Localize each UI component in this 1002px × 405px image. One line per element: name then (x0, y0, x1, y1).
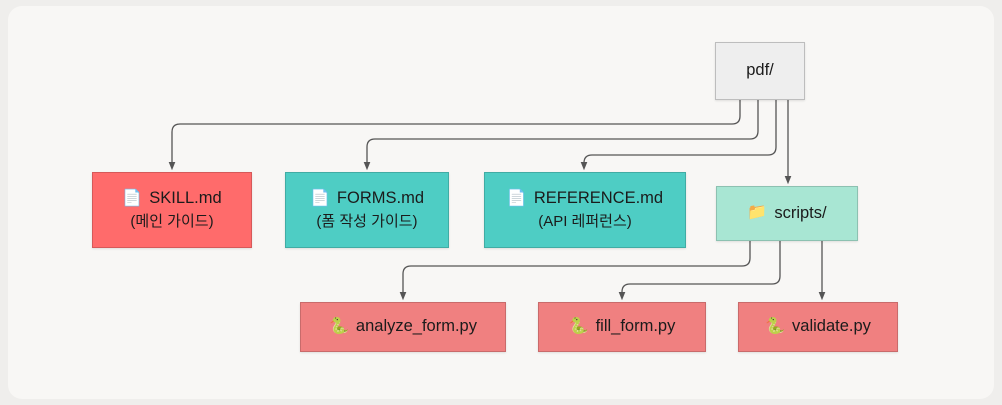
edge-pdf-to-forms (363, 100, 759, 171)
document-icon: 📄 (506, 189, 527, 207)
node-sublabel: (메인 가이드) (130, 213, 214, 231)
node-title-row: 📄 REFERENCE.md (507, 188, 663, 209)
node-analyze[interactable]: 🐍 analyze_form.py (300, 302, 506, 352)
node-sublabel: (폼 작성 가이드) (316, 213, 418, 231)
node-title-row: 📄 FORMS.md (310, 188, 424, 209)
edge-scripts-to-analyze (399, 241, 751, 301)
node-sublabel: (API 레퍼런스) (538, 213, 632, 231)
folder-icon: 📁 (747, 204, 768, 222)
node-pdf[interactable]: pdf/ (715, 42, 805, 100)
node-label: scripts/ (774, 203, 827, 222)
edge-pdf-to-reference (580, 100, 777, 171)
node-label: analyze_form.py (355, 317, 477, 336)
node-title-row: 📄 SKILL.md (122, 188, 221, 209)
node-validate[interactable]: 🐍 validate.py (738, 302, 898, 352)
node-scripts[interactable]: 📁 scripts/ (716, 186, 858, 241)
node-fill[interactable]: 🐍 fill_form.py (538, 302, 706, 352)
edge-pdf-to-skill (168, 100, 741, 171)
node-title-row: pdf/ (746, 60, 774, 81)
node-title-row: 🐍 fill_form.py (569, 316, 676, 337)
node-label: validate.py (792, 317, 871, 336)
node-label: SKILL.md (149, 189, 222, 208)
node-title-row: 🐍 validate.py (765, 316, 871, 337)
document-icon: 📄 (309, 189, 330, 207)
node-label: FORMS.md (336, 189, 424, 208)
python-snake-icon: 🐍 (568, 317, 589, 335)
node-label: pdf/ (746, 61, 774, 80)
edge-scripts-to-fill (618, 241, 781, 301)
node-title-row: 📁 scripts/ (747, 203, 826, 224)
node-skill[interactable]: 📄 SKILL.md (메인 가이드) (92, 172, 252, 248)
node-reference[interactable]: 📄 REFERENCE.md (API 레퍼런스) (484, 172, 686, 248)
node-title-row: 🐍 analyze_form.py (329, 316, 477, 337)
python-snake-icon: 🐍 (765, 317, 786, 335)
node-forms[interactable]: 📄 FORMS.md (폼 작성 가이드) (285, 172, 449, 248)
edge-group (168, 100, 826, 301)
document-icon: 📄 (122, 189, 143, 207)
node-label: fill_form.py (595, 317, 676, 336)
node-label: REFERENCE.md (533, 189, 664, 208)
python-snake-icon: 🐍 (329, 317, 349, 335)
